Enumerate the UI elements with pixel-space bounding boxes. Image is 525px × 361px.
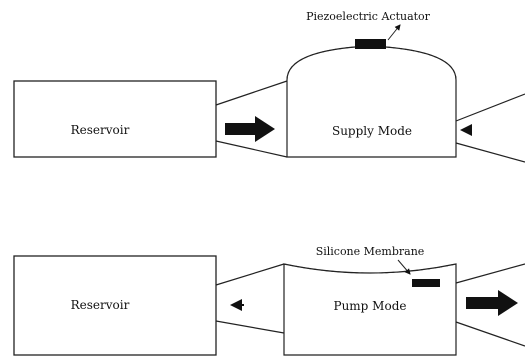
supply-inflow-arrow	[225, 116, 275, 142]
pump-chamber-label: Pump Mode	[334, 299, 407, 313]
pump-actuator	[412, 279, 440, 287]
supply-right-diffuser-bottom	[455, 142, 525, 163]
membrane-callout-leader	[397, 259, 411, 275]
pump-right-diffuser-bottom	[455, 321, 525, 347]
pump-reservoir-box	[13, 255, 217, 356]
supply-right-diffuser-top	[455, 93, 525, 122]
pump-membrane-dashed	[283, 263, 457, 274]
supply-membrane-dashed	[286, 45, 457, 81]
supply-mode-panel: Reservoir Piezoelectric Actuator Supply …	[13, 10, 525, 163]
pump-left-diffuser-top	[215, 263, 285, 286]
piezo-callout-label: Piezoelectric Actuator	[306, 10, 431, 23]
supply-reservoir-box	[13, 80, 217, 158]
pump-right-diffuser-top	[455, 263, 525, 284]
supply-left-diffuser-bottom	[215, 140, 288, 158]
supply-chamber	[286, 45, 457, 158]
pump-outflow-arrow	[466, 290, 518, 316]
piezo-callout-leader	[387, 24, 401, 41]
pump-reservoir-label: Reservoir	[71, 298, 130, 312]
pump-left-diffuser-bottom	[215, 320, 285, 334]
supply-left-diffuser-top	[215, 80, 288, 106]
supply-chamber-label: Supply Mode	[332, 124, 412, 138]
membrane-callout-label: Silicone Membrane	[316, 245, 425, 258]
pump-mode-panel: Reservoir Silicone Membrane Pump Mode	[13, 245, 525, 356]
piezo-actuator	[355, 39, 386, 49]
supply-reservoir-label: Reservoir	[71, 123, 130, 137]
